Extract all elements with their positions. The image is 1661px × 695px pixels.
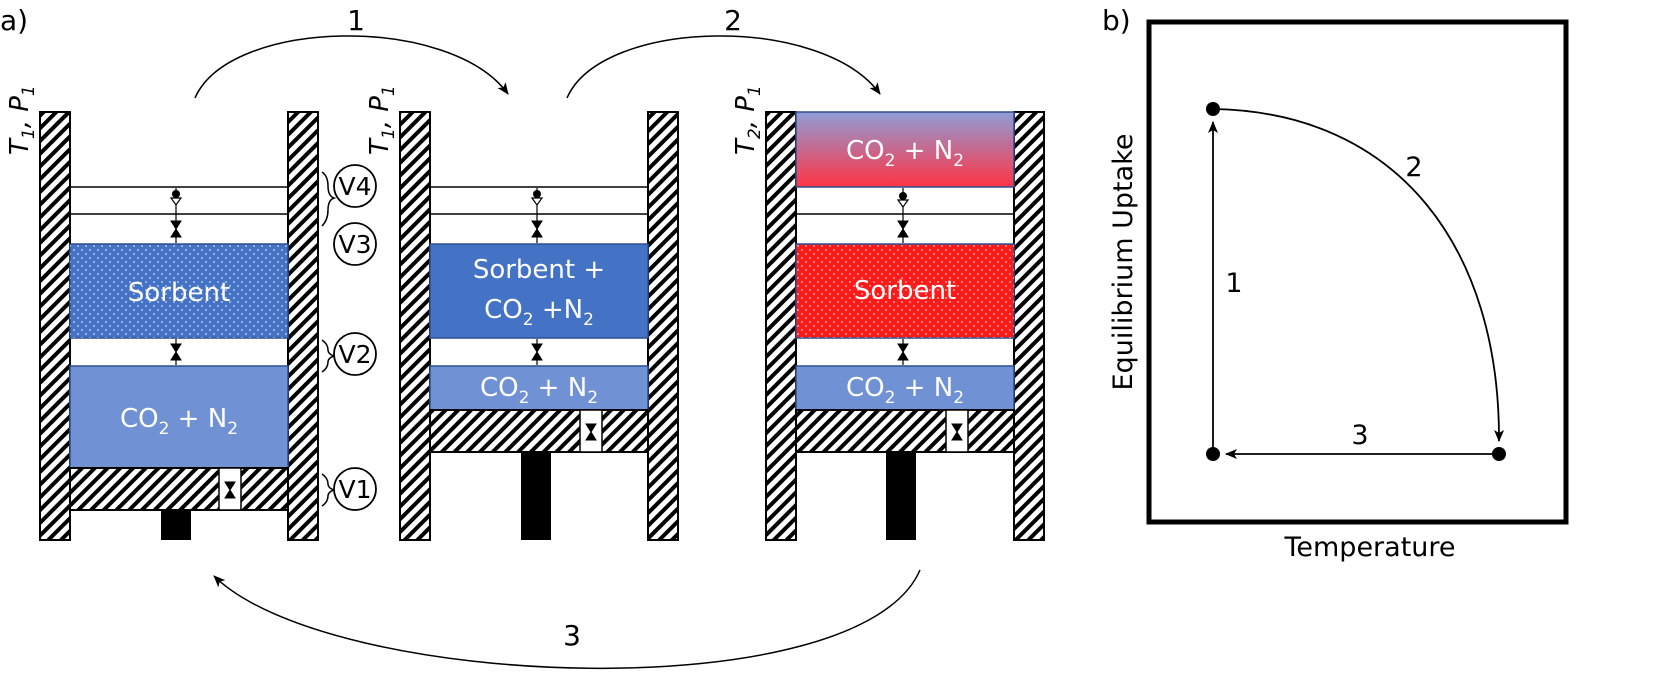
cylinder-1-left-wall: [39, 111, 71, 541]
gas-layer: CO2 + N2: [795, 365, 1015, 411]
piston-rod: [521, 452, 551, 540]
svg-text:V1: V1: [338, 475, 371, 504]
cylinder-3-state-label: T2, P1: [731, 85, 765, 155]
sorbent-loaded-layer: Sorbent + CO2 +N2: [429, 243, 649, 339]
v3-v4-brace: [321, 171, 337, 227]
svg-text:T2, P1: T2, P1: [731, 85, 765, 155]
process-arrow-1: 1: [194, 4, 509, 99]
gas-label: CO2 + N2: [480, 373, 598, 408]
svg-text:V4: V4: [338, 172, 371, 201]
svg-text:T1, P1: T1, P1: [5, 85, 39, 155]
check-valve-v4-symbol: [896, 192, 910, 209]
cylinder-3: T2, P1 CO2 + N2 Sorbent CO2 + N2: [731, 85, 1045, 541]
valve-callout-v4: V4: [333, 164, 377, 208]
process-arrow-2-label: 2: [724, 4, 742, 37]
v1-brace: [321, 473, 337, 507]
valve-v3-symbol: [897, 220, 909, 238]
chart-step-1-label: 1: [1225, 268, 1242, 299]
gas-label: CO2 + N2: [846, 373, 964, 408]
sorbent-layer: Sorbent: [69, 243, 289, 339]
valve-v1-symbol: [224, 481, 236, 499]
chart-step-2-path: [1212, 108, 1505, 442]
valve-v2-symbol: [170, 343, 182, 361]
gas-layer: CO2 + N2: [69, 365, 289, 469]
gas-layer: CO2 + N2: [429, 365, 649, 411]
valve-v2-symbol: [531, 343, 543, 361]
chart-point-after-step-2: [1492, 447, 1506, 461]
chart-step-2-label: 2: [1405, 152, 1422, 183]
hot-sorbent-layer: Sorbent: [795, 243, 1015, 339]
valve-callout-v3: V3: [333, 222, 377, 266]
cylinder-2: T1, P1 Sorbent + CO2 +N2 CO2 + N2: [365, 85, 679, 541]
cylinder-1-state-label: T1, P1: [5, 85, 39, 155]
sorbent-label: Sorbent: [128, 278, 230, 308]
process-arrow-1-label: 1: [347, 4, 365, 37]
sorbent-loaded-label-line2: CO2 +N2: [484, 295, 594, 330]
valve-v1-symbol: [585, 423, 597, 441]
chart-step-3-label: 3: [1351, 420, 1368, 451]
uptake-chart: Temperature Equilibrium Uptake 1 2 3: [1108, 19, 1569, 563]
process-arrow-2: 2: [566, 4, 881, 99]
panel-label-b: b): [1102, 4, 1131, 37]
piston: [795, 409, 1015, 453]
cylinder-2-state-label: T1, P1: [365, 85, 399, 155]
svg-text:V2: V2: [338, 340, 371, 369]
piston-rod: [886, 452, 916, 540]
cylinder-1-right-wall: [287, 111, 319, 541]
v2-brace: [321, 339, 337, 373]
valve-callouts: V4 V3 V2 V1: [321, 164, 377, 511]
valve-v3-symbol: [170, 220, 182, 238]
cylinder-2-left-wall: [399, 111, 431, 541]
chart-xlabel: Temperature: [1283, 532, 1455, 563]
valve-v3-symbol: [531, 220, 543, 238]
check-valve-v4-symbol: [530, 190, 544, 207]
check-valve-v4-symbol: [169, 190, 183, 207]
chart-point-after-step-1: [1206, 102, 1220, 116]
valve-callout-v2: V2: [333, 332, 377, 376]
process-arrow-3-label: 3: [563, 619, 581, 652]
panel-label-a: a): [0, 4, 28, 37]
cylinder-3-right-wall: [1013, 111, 1045, 541]
svg-text:T1, P1: T1, P1: [365, 85, 399, 155]
released-gas-layer: CO2 + N2: [795, 111, 1015, 188]
sorbent-loaded-label-line1: Sorbent +: [473, 255, 605, 285]
process-arrow-3: 3: [213, 569, 921, 669]
valve-v1-symbol: [951, 423, 963, 441]
chart-ylabel: Equilibrium Uptake: [1108, 134, 1139, 391]
valve-symbols: [169, 188, 963, 499]
piston: [69, 467, 289, 511]
gas-label: CO2 + N2: [120, 404, 238, 439]
piston-rod: [161, 510, 191, 540]
released-gas-label: CO2 + N2: [846, 136, 964, 171]
valve-v2-symbol: [897, 343, 909, 361]
cylinder-2-right-wall: [647, 111, 679, 541]
cylinder-3-left-wall: [765, 111, 797, 541]
sorbent-label: Sorbent: [854, 276, 956, 306]
svg-text:V3: V3: [338, 230, 371, 259]
valve-callout-v1: V1: [333, 467, 377, 511]
cylinder-1: T1, P1 Sorbent CO2 + N2: [5, 85, 319, 541]
piston: [429, 409, 649, 453]
chart-point-start: [1206, 447, 1220, 461]
